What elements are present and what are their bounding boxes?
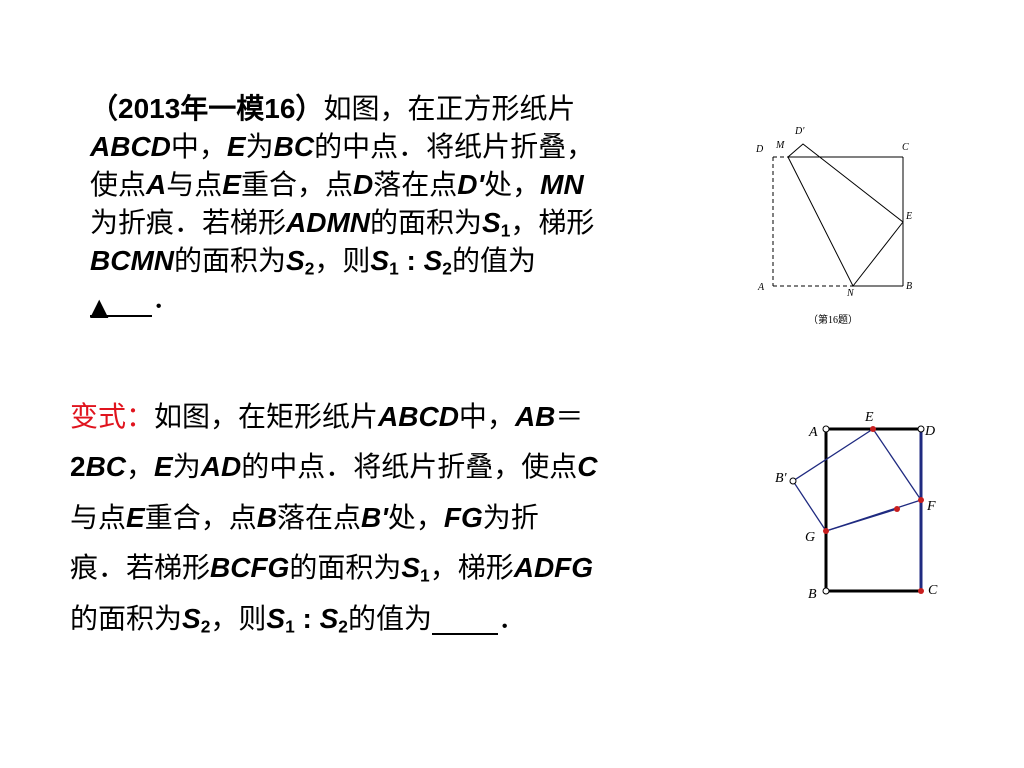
line3: 使点A与点E重合，点D落在点D'处，MN [90, 168, 584, 202]
problem2-text: 变式：如图，在矩形纸片ABCD中，AB＝ 2BC，E为AD的中点．将纸片折叠，使… [70, 392, 730, 644]
fig2-point-a [822, 425, 830, 433]
problem-source: （2013年一模16） [90, 93, 324, 124]
problem1-text: （2013年一模16）如图，在正方形纸片 ABCD中，E为BC的中点．将纸片折叠… [90, 90, 715, 322]
fig2-point-mid [894, 506, 900, 512]
fig2-label-c: C [928, 583, 938, 598]
fig1-label-d: D [755, 144, 764, 155]
fig2-label-b: B [808, 587, 817, 602]
line1: （2013年一模16）如图，在正方形纸片 [90, 92, 576, 125]
fig2-fg-line [825, 508, 898, 532]
p2-line3: 与点E重合，点B落在点B'处，FG为折 [70, 500, 539, 534]
fig1-caption: （第16题） [808, 313, 858, 326]
fig2-point-g [823, 528, 829, 534]
fig2-point-d [917, 425, 925, 433]
fig1-label-a: A [757, 282, 765, 293]
fig1-label-b: B [906, 281, 912, 292]
fig2-label-a: A [808, 425, 818, 440]
fig2-label-e: E [864, 410, 874, 425]
line6: ▲． [90, 282, 181, 322]
fig1-label-dprime: D' [794, 126, 805, 137]
fig2-point-b [822, 587, 830, 595]
fig2-label-g: G [805, 530, 815, 545]
fig2-point-bprime [789, 477, 797, 485]
line2: ABCD中，E为BC的中点．将纸片折叠， [90, 130, 595, 164]
fig1-label-c: C [902, 142, 909, 153]
fig1-fold [787, 143, 904, 287]
line4: 为折痕．若梯形ADMN的面积为S1，梯形 [90, 206, 595, 241]
answer-blank: ▲ [90, 287, 152, 321]
fig1-label-e: E [905, 211, 912, 222]
fig2-fold [792, 428, 923, 532]
fig2-point-e [870, 426, 876, 432]
line5: BCMN的面积为S2，则S1 : S2的值为 [90, 244, 536, 279]
fig1-label-n: N [846, 288, 855, 299]
fig2-rect [824, 427, 923, 593]
fig2-label-bprime: B' [775, 471, 788, 486]
fig2-label-f: F [926, 499, 936, 514]
fig1-label-m: M [775, 140, 785, 151]
p2-line2: 2BC，E为AD的中点．将纸片折叠，使点C [70, 450, 598, 484]
fig2-point-c [918, 588, 924, 594]
p2-line1: 变式：如图，在矩形纸片ABCD中，AB＝ [70, 400, 584, 433]
fig2-point-f [918, 497, 924, 503]
p2-line4: 痕．若梯形BCFG的面积为S1，梯形ADFG [70, 551, 594, 586]
fig2-label-d: D [924, 424, 935, 439]
variant-label: 变式： [70, 400, 155, 433]
answer-blank-2 [431, 605, 498, 635]
triangle-icon: ▲ [90, 293, 109, 322]
p2-line5: 的面积为S2，则S1 : S2的值为． [70, 601, 526, 636]
